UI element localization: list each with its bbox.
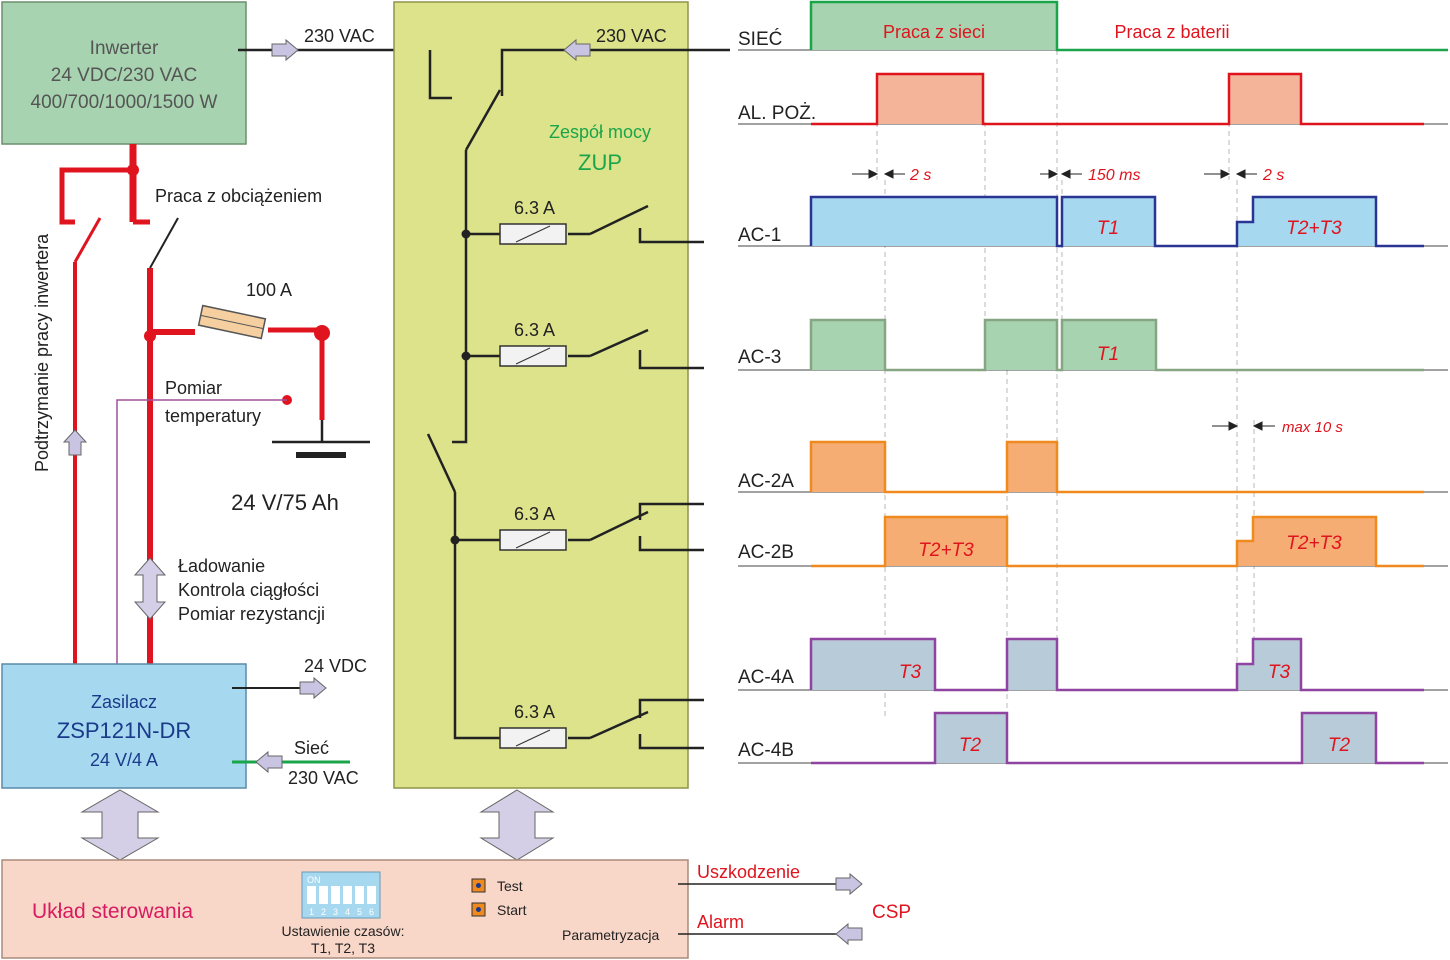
psu-rating: 24 V/4 A <box>90 750 158 770</box>
power-unit-abbr: ZUP <box>578 150 622 175</box>
charging-label-1: Ładowanie <box>178 556 265 576</box>
signal-ac3-wave: T1 <box>809 318 1424 372</box>
ac2b-t2t3-a: T2+T3 <box>918 540 974 561</box>
arrow-icon <box>271 38 299 62</box>
fault-label: Uszkodzenie <box>697 862 800 882</box>
ac2b-t2t3-b: T2+T3 <box>1286 533 1342 554</box>
signal-ac4a-wave: T3 T3 <box>809 637 1424 692</box>
double-arrow-icon <box>80 789 160 861</box>
ac4a-t3-a: T3 <box>899 662 922 683</box>
inverter-title: Inwerter <box>90 38 159 59</box>
signal-ac3: AC-3 <box>738 347 781 368</box>
delay-150ms: 150 ms <box>1088 167 1140 184</box>
signal-ac2a-wave <box>809 440 1424 494</box>
mains-mode-label: Praca z sieci <box>883 22 985 42</box>
signal-ac1-wave: T1 T2+T3 <box>809 195 1424 248</box>
fuse-label: 6.3 A <box>514 320 555 340</box>
arrow-left-icon <box>255 750 283 774</box>
battery-icon <box>272 420 370 458</box>
signal-ac1: AC-1 <box>738 225 781 246</box>
ac4b-t2-a: T2 <box>959 735 982 756</box>
load-work-label: Praca z obciążeniem <box>155 186 322 206</box>
time-setting-label-2: T1, T2, T3 <box>311 940 375 956</box>
alarm-label: Alarm <box>697 912 744 932</box>
control-title: Układ sterowania <box>32 900 193 923</box>
ac1-t2t3: T2+T3 <box>1286 218 1342 239</box>
inverter-voltage: 24 VDC/230 VAC <box>51 65 197 86</box>
dip-number: 2 <box>321 907 326 917</box>
power-unit-block: Zespół mocy ZUP <box>393 1 689 789</box>
delay-max10: max 10 s <box>1282 419 1343 436</box>
signal-siec: SIEĆ <box>738 28 782 50</box>
fuse-100a-label: 100 A <box>246 280 292 300</box>
signal-alarm-wave <box>811 72 1424 126</box>
arrow-icon <box>835 872 863 896</box>
ac4b-t2-b: T2 <box>1328 735 1351 756</box>
ac3-t1: T1 <box>1097 344 1119 365</box>
double-arrow-icon <box>133 557 167 620</box>
delay-2s-b: 2 s <box>1262 167 1284 184</box>
coil-icon <box>499 223 567 245</box>
test-label: Test <box>497 878 523 894</box>
ac4a-t3-b: T3 <box>1268 662 1291 683</box>
dip-switch[interactable]: ON 1 2 3 4 5 6 <box>301 871 381 919</box>
ac1-t1: T1 <box>1097 218 1119 239</box>
delay-2s-a: 2 s <box>909 167 931 184</box>
coil-icon <box>499 529 567 551</box>
fuse-label: 6.3 A <box>514 702 555 722</box>
fuse-100a <box>197 304 267 340</box>
psu-mains-label: Sieć <box>294 738 329 758</box>
arrow-up-icon <box>62 429 88 456</box>
power-unit-title: Zespół mocy <box>549 122 651 142</box>
delay-markers <box>852 169 1275 431</box>
signal-siec-wave: Praca z sieci Praca z baterii <box>809 0 1448 52</box>
temp-label-2: temperatury <box>165 406 261 426</box>
charging-label-2: Kontrola ciągłości <box>178 580 319 600</box>
inverter-power: 400/700/1000/1500 W <box>31 92 218 113</box>
signal-ac2b: AC-2B <box>738 542 794 563</box>
param-label: Parametryzacja <box>562 927 659 943</box>
psu-block: Zasilacz ZSP121N-DR 24 V/4 A <box>1 663 247 789</box>
dip-number: 5 <box>357 907 362 917</box>
coil-icon <box>499 727 567 749</box>
fuse-label: 6.3 A <box>514 504 555 524</box>
arrow-icon <box>299 676 327 700</box>
signal-ac4b: AC-4B <box>738 740 794 761</box>
psu-mains-voltage: 230 VAC <box>288 768 359 788</box>
signal-ac2b-wave: T2+T3 T2+T3 <box>811 515 1424 568</box>
dip-number: 3 <box>333 907 338 917</box>
fuse-label: 6.3 A <box>514 198 555 218</box>
inverter-block: Inwerter 24 VDC/230 VAC 400/700/1000/150… <box>1 1 247 145</box>
dip-number: 4 <box>345 907 350 917</box>
signal-ac4b-wave: T2 T2 <box>811 711 1424 765</box>
power-unit-input: 230 VAC <box>596 26 667 46</box>
psu-title: Zasilacz <box>91 692 157 712</box>
dip-on-label: ON <box>307 875 321 885</box>
signal-ac4a: AC-4A <box>738 667 794 688</box>
inverter-output-label: 230 VAC <box>304 26 375 46</box>
coil-icon <box>499 345 567 367</box>
time-setting-label-1: Ustawienie czasów: <box>282 923 405 939</box>
double-arrow-icon <box>479 789 555 861</box>
power-unit-wiring <box>426 48 730 750</box>
csp-label: CSP <box>872 902 911 923</box>
psu-out-label: 24 VDC <box>304 656 367 676</box>
temp-label-1: Pomiar <box>165 378 222 398</box>
charging-label-3: Pomiar rezystancji <box>178 604 325 624</box>
inverter-support-label: Podtrzymanie pracy inwertera <box>32 233 52 472</box>
start-label: Start <box>497 902 527 918</box>
arrow-left-icon <box>563 38 591 62</box>
signal-ac2a: AC-2A <box>738 471 794 492</box>
dip-number: 1 <box>309 907 314 917</box>
arrow-left-icon <box>835 922 863 946</box>
battery-label: 24 V/75 Ah <box>231 490 339 515</box>
signal-alarm: AL. POŻ. <box>738 103 816 124</box>
dip-number: 6 <box>369 907 374 917</box>
battery-mode-label: Praca z baterii <box>1114 22 1229 42</box>
psu-model: ZSP121N-DR <box>57 718 191 743</box>
